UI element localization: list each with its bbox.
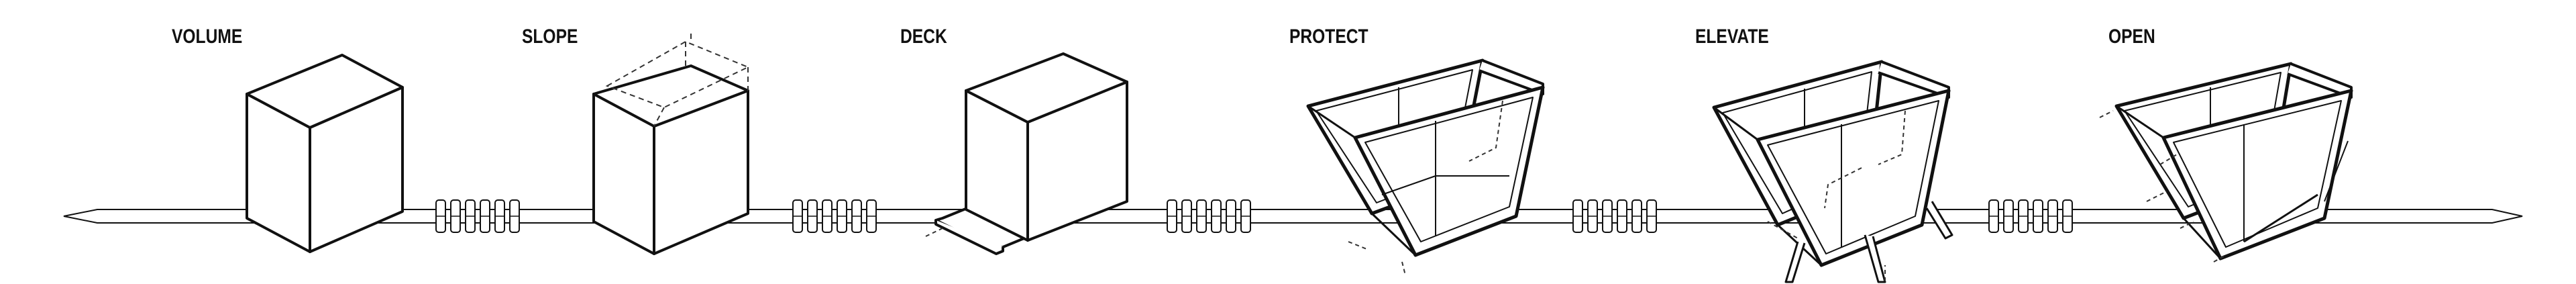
stage-label-volume: VOLUME [172,26,243,48]
stage-label-protect: PROTECT [1289,26,1368,48]
stage-protect-frame [1306,58,1545,276]
stage-elevate-frame [1712,60,1953,284]
stage-label-elevate: ELEVATE [1695,26,1769,48]
connector-group [435,199,520,233]
stage-label-slope: SLOPE [522,26,578,48]
connector-groups [435,199,2073,233]
connector-group [792,199,877,233]
connector-group [1988,199,2073,233]
connector-group [1167,199,1251,233]
stage-volume-volume-box [246,54,404,253]
stage-deck-box-on-deck [925,52,1128,255]
connector-group [1572,199,1657,233]
stage-label-deck: DECK [900,26,947,48]
stage-label-open: OPEN [2108,26,2155,48]
stage-open-frame [2099,62,2353,263]
timeline-arrow [63,209,2523,224]
stage-slope-sloped-box [592,34,750,255]
